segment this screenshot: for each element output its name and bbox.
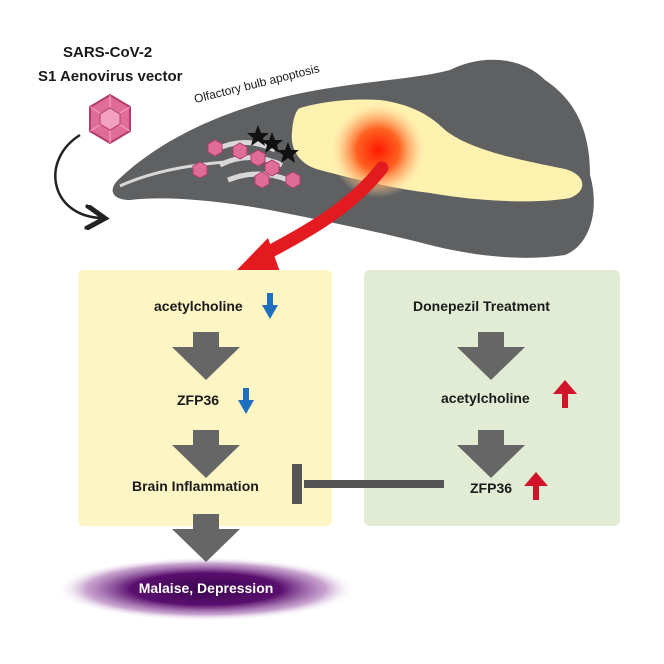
left-step-acetylcholine: acetylcholine <box>154 298 243 314</box>
red-pathway-arrow <box>255 161 389 263</box>
outcome-label: Malaise, Depression <box>138 580 274 596</box>
apoptosis-markers <box>247 125 299 163</box>
right-step-donepezil: Donepezil Treatment <box>413 298 550 314</box>
right-step-zfp36: ZFP36 <box>470 480 513 496</box>
flow-arrow-left-1 <box>172 332 240 380</box>
curved-entry-arrow <box>54 133 100 218</box>
flow-arrow-right-2 <box>457 430 525 478</box>
small-virus-particles <box>192 139 301 189</box>
outcome-glow <box>56 557 356 621</box>
left-step-zfp36: ZFP36 <box>177 392 220 408</box>
flow-arrow-right-1 <box>457 332 525 380</box>
virus-icon <box>89 93 131 145</box>
inflammation-hotspot <box>330 102 426 198</box>
right-step-acetylcholine: acetylcholine <box>441 390 530 406</box>
down-arrow-icons <box>238 293 278 414</box>
flow-arrow-left-3 <box>172 514 240 562</box>
inhibition-bar <box>292 464 302 504</box>
flow-arrow-left-2 <box>172 430 240 478</box>
inhibition-line <box>304 480 444 488</box>
left-step-brain-inflammation: Brain Inflammation <box>132 478 259 494</box>
left-pathway-panel <box>78 270 332 526</box>
up-arrow-icons <box>524 380 577 500</box>
virus-vector-label: S1 Aenovirus vector <box>38 68 183 85</box>
virus-name-label: SARS-CoV-2 <box>63 44 153 61</box>
